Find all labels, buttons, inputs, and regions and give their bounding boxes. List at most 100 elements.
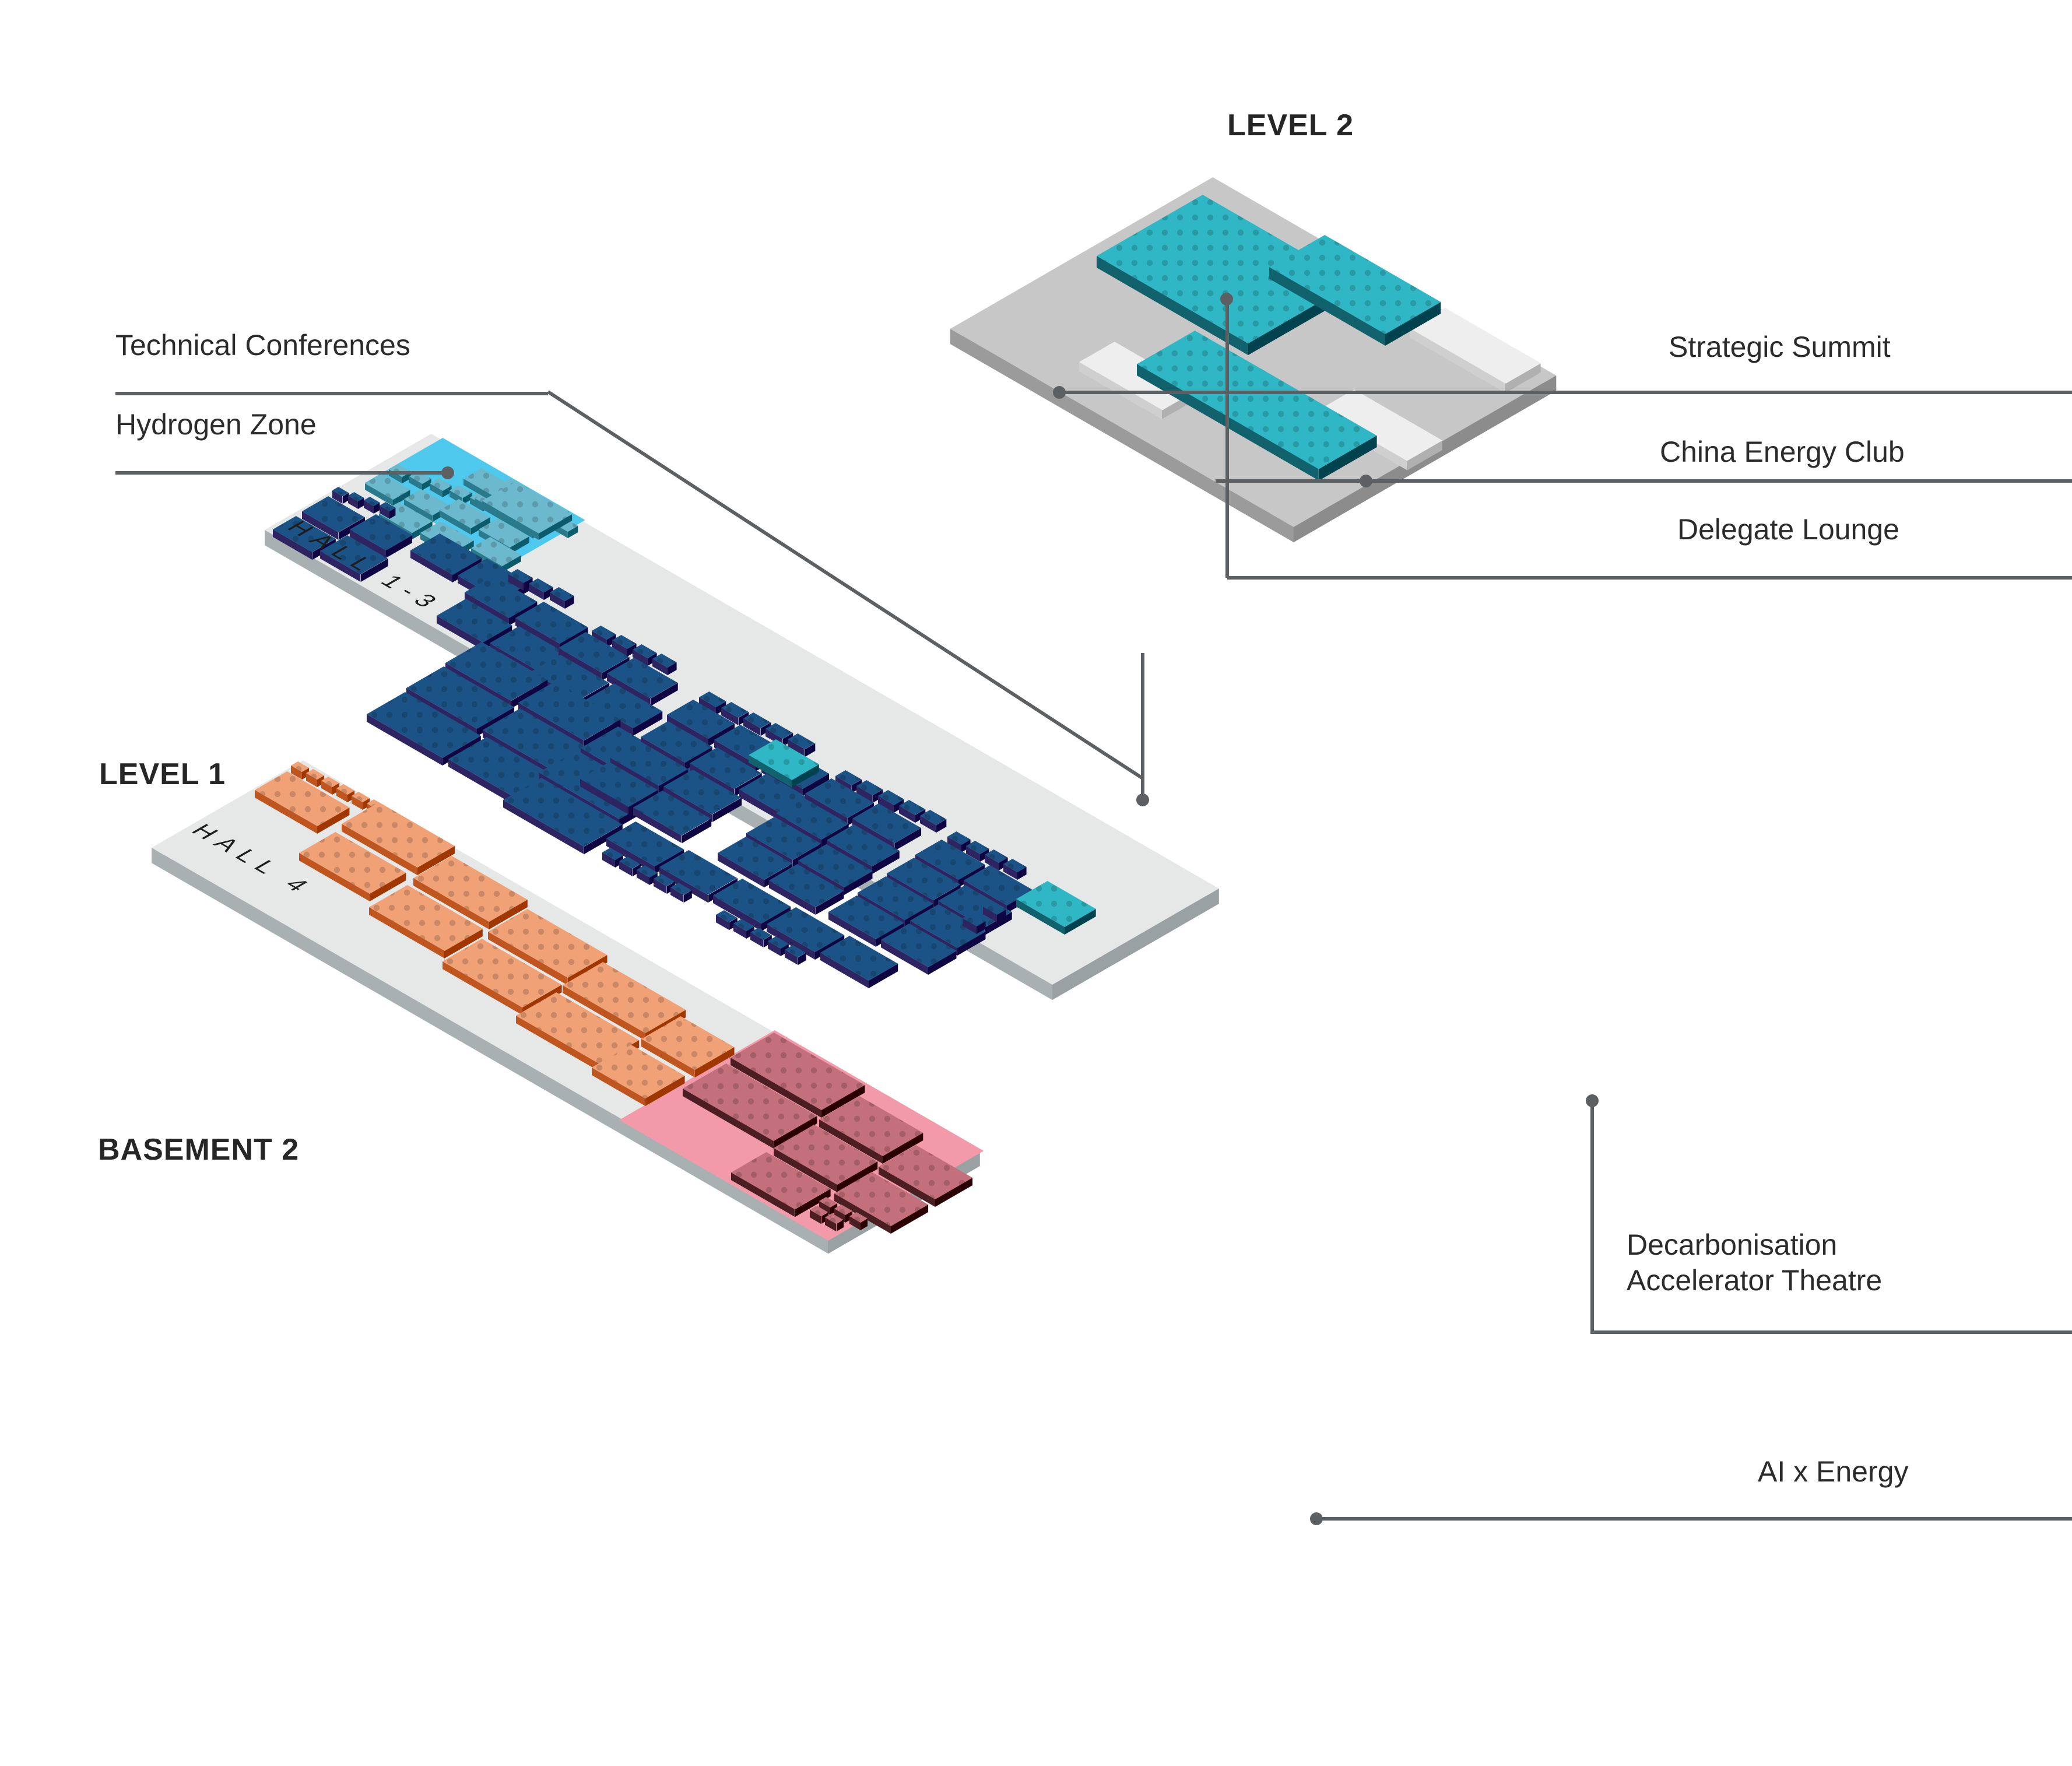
hydrogen-zone-booth-6-side-front — [364, 483, 394, 506]
level1-booth-86-side-front — [733, 924, 747, 939]
level1-booth-37 — [743, 712, 771, 728]
leader-technical-conferences-underline — [115, 392, 548, 395]
basement2-booth-14-side-front — [563, 985, 646, 1041]
level1-booth-72-side-right — [957, 932, 986, 956]
ai-x-energy-booth-11-side-right — [821, 1212, 828, 1224]
hydrogen-zone-booth-4 — [449, 485, 472, 498]
level1-booth-11 — [508, 569, 533, 583]
basement2-booth-9 — [299, 832, 406, 894]
leader-ai-x-energy-line — [1316, 1517, 2072, 1521]
basement2-booth-1 — [291, 761, 310, 772]
level1-booth-91-side-front — [963, 918, 977, 934]
level1-booth-66-side-front — [1003, 863, 1018, 880]
level1-booth-19-side-right — [627, 644, 637, 656]
basement2-booth-9-side-right — [370, 873, 406, 901]
level1-booth-3 — [363, 497, 380, 506]
level1-booth-36-side-front — [721, 708, 739, 725]
technical-conferences-hall-block-side-right — [792, 764, 820, 788]
level1-booth-5 — [302, 496, 365, 532]
level2-service-block-1 — [1409, 308, 1541, 384]
hydrogen-zone-booth-4-side-right — [462, 493, 472, 504]
level1-booth-35-side-front — [698, 697, 717, 715]
technical-conferences-hall-block — [748, 739, 820, 780]
level1-booth-52 — [877, 790, 904, 805]
level1-booth-76-side-front — [659, 867, 708, 903]
ai-x-energy-booth-3-side-right — [883, 1133, 923, 1164]
level1-booth-15-side-front — [515, 618, 560, 651]
ai-x-energy-booth-6-side-front — [879, 1167, 936, 1207]
decarbonisation-accelerator-theatre-block-side-front — [1016, 899, 1065, 935]
level1-booth-76 — [659, 850, 738, 895]
callout-decarbonisation-accelerator-theatre-line-2: Accelerator Theatre — [1627, 1264, 1883, 1297]
level1-booth-54-side-front — [920, 816, 937, 833]
level1-booth-4-side-front — [379, 505, 390, 519]
level1-booth-78-side-front — [767, 924, 816, 960]
hydrogen-zone-booth-9-side-front — [439, 510, 471, 535]
leader-dot-strategic-summit — [1053, 386, 1066, 399]
level1-booth-30-side-front — [367, 714, 443, 766]
level1-booth-52-side-front — [877, 796, 894, 813]
level1-booth-84-side-front — [670, 887, 684, 903]
level1-booth-1-side-right — [342, 493, 349, 504]
level1-booth-64-side-right — [980, 848, 989, 862]
level1-booth-52-side-right — [894, 799, 904, 813]
level1-booth-75-side-front — [606, 838, 655, 874]
leader-dot-ai-x-energy — [1310, 1512, 1323, 1525]
hydrogen-zone-booth-3-side-right — [443, 486, 452, 497]
level1-booth-13-side-right — [564, 596, 574, 609]
level1-booth-13 — [549, 587, 574, 601]
level1-booth-30 — [367, 692, 481, 758]
hydrogen-zone-booth-14-side-right — [412, 521, 433, 539]
level1-booth-90 — [982, 901, 1006, 915]
basement2-booth-5-side-right — [363, 798, 370, 810]
ai-x-energy-booth-10-side-right — [861, 1219, 868, 1230]
level1-booth-28 — [406, 666, 515, 729]
ai-x-energy-booth-8-side-right — [830, 1203, 838, 1215]
technical-conferences-block-side-front — [482, 501, 539, 540]
level1-booth-74-side-right — [928, 951, 957, 975]
hydrogen-zone-booth-16 — [470, 537, 522, 566]
level1-booth-16-side-front — [436, 616, 483, 650]
ai-x-energy-booth-2 — [683, 1063, 817, 1141]
basement2-booth-12 — [487, 909, 607, 978]
level1-booth-16 — [436, 599, 512, 642]
basement2-booth-4 — [336, 784, 355, 795]
level1-booth-82-side-right — [649, 873, 658, 885]
basement2-booth-4-side-right — [347, 791, 355, 802]
ai-x-energy-booth-3-side-front — [819, 1119, 883, 1164]
level1-booth-82-side-front — [636, 870, 650, 885]
basement2-booth-7 — [254, 771, 350, 826]
hydrogen-zone-booth-9 — [439, 499, 490, 528]
level1-booth-19 — [612, 635, 637, 649]
ai-x-energy-booth-6-side-right — [935, 1178, 973, 1207]
basement2-booth-2 — [306, 769, 325, 780]
level1-booth-64-side-front — [966, 845, 981, 862]
level1-booth-38 — [765, 723, 793, 739]
basement2-booth-16 — [641, 1016, 735, 1070]
basement2-booth-14 — [563, 962, 686, 1033]
level1-booth-8 — [320, 535, 388, 574]
level1-booth-50-side-right — [851, 780, 862, 793]
level1-booth-23-side-right — [650, 683, 678, 706]
level1-booth-9-side-front — [410, 550, 453, 582]
level1-booth-49-side-front — [633, 807, 682, 843]
level1-booth-23-side-front — [607, 673, 651, 706]
level1-booth-37-side-right — [760, 722, 771, 736]
level1-booth-88 — [767, 936, 789, 949]
ai-x-energy-booth-1 — [730, 1033, 865, 1110]
level1-booth-65 — [985, 849, 1008, 863]
level2-room-china-energy-club-side-front — [1269, 267, 1386, 346]
level1-booth-6-side-front — [349, 529, 387, 558]
level1-booth-53 — [898, 800, 925, 815]
ai-x-energy-booth-2-side-right — [774, 1116, 817, 1149]
level1-booth-79 — [820, 936, 898, 981]
basement2-booth-8-side-right — [417, 846, 455, 875]
callout-technical-conferences: Technical Conferences — [115, 329, 410, 361]
level1-booth-73 — [828, 896, 904, 939]
level1-booth-37-side-front — [743, 718, 761, 736]
callout-china-energy-club: China Energy Club — [1660, 436, 1905, 468]
level-label-level2: LEVEL 2 — [1227, 108, 1354, 142]
level1-booth-70-side-right — [985, 912, 1012, 935]
level1-booth-14 — [465, 576, 538, 618]
